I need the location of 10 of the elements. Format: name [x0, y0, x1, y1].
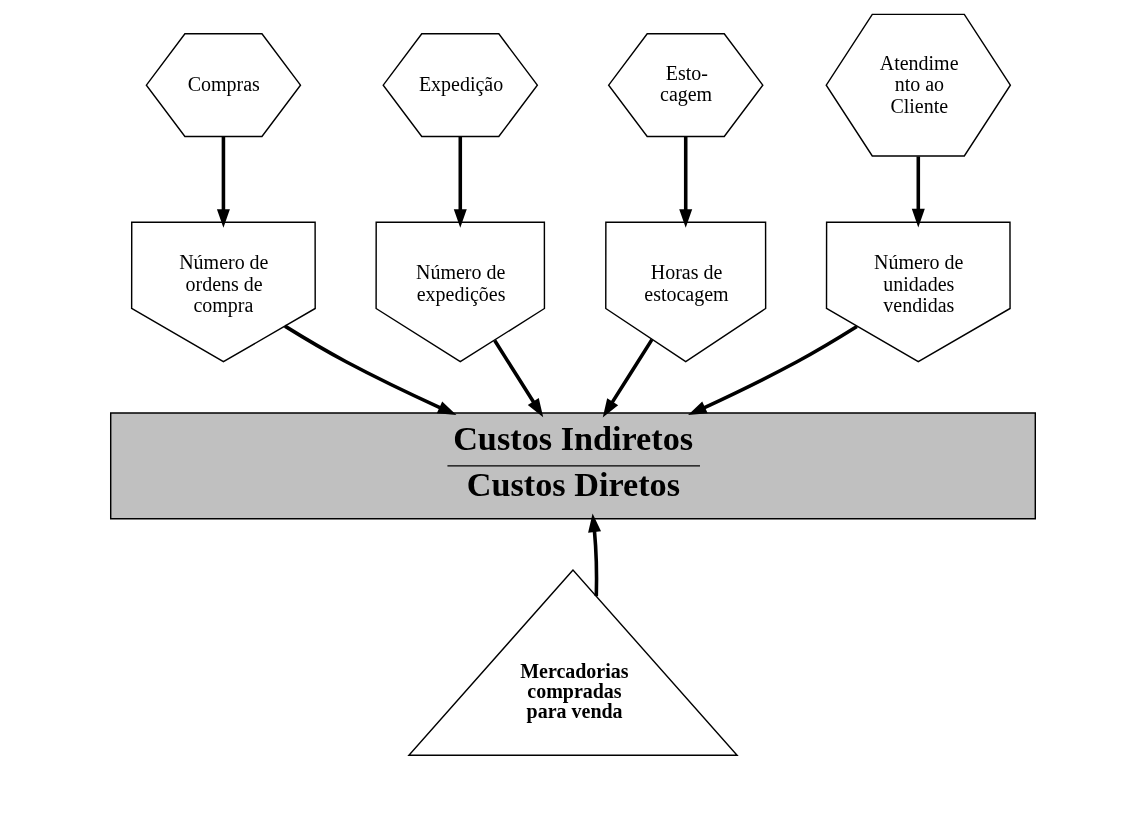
arrow [216, 136, 230, 228]
arrow [688, 325, 858, 416]
arrow [453, 136, 467, 228]
arrow [679, 136, 693, 228]
arrow [588, 513, 602, 597]
node-box: Custos Indiretos Custos Diretos [110, 412, 1036, 520]
arrow [911, 156, 925, 228]
arrow [284, 324, 457, 416]
arrow [602, 338, 654, 418]
arrow [493, 339, 544, 418]
